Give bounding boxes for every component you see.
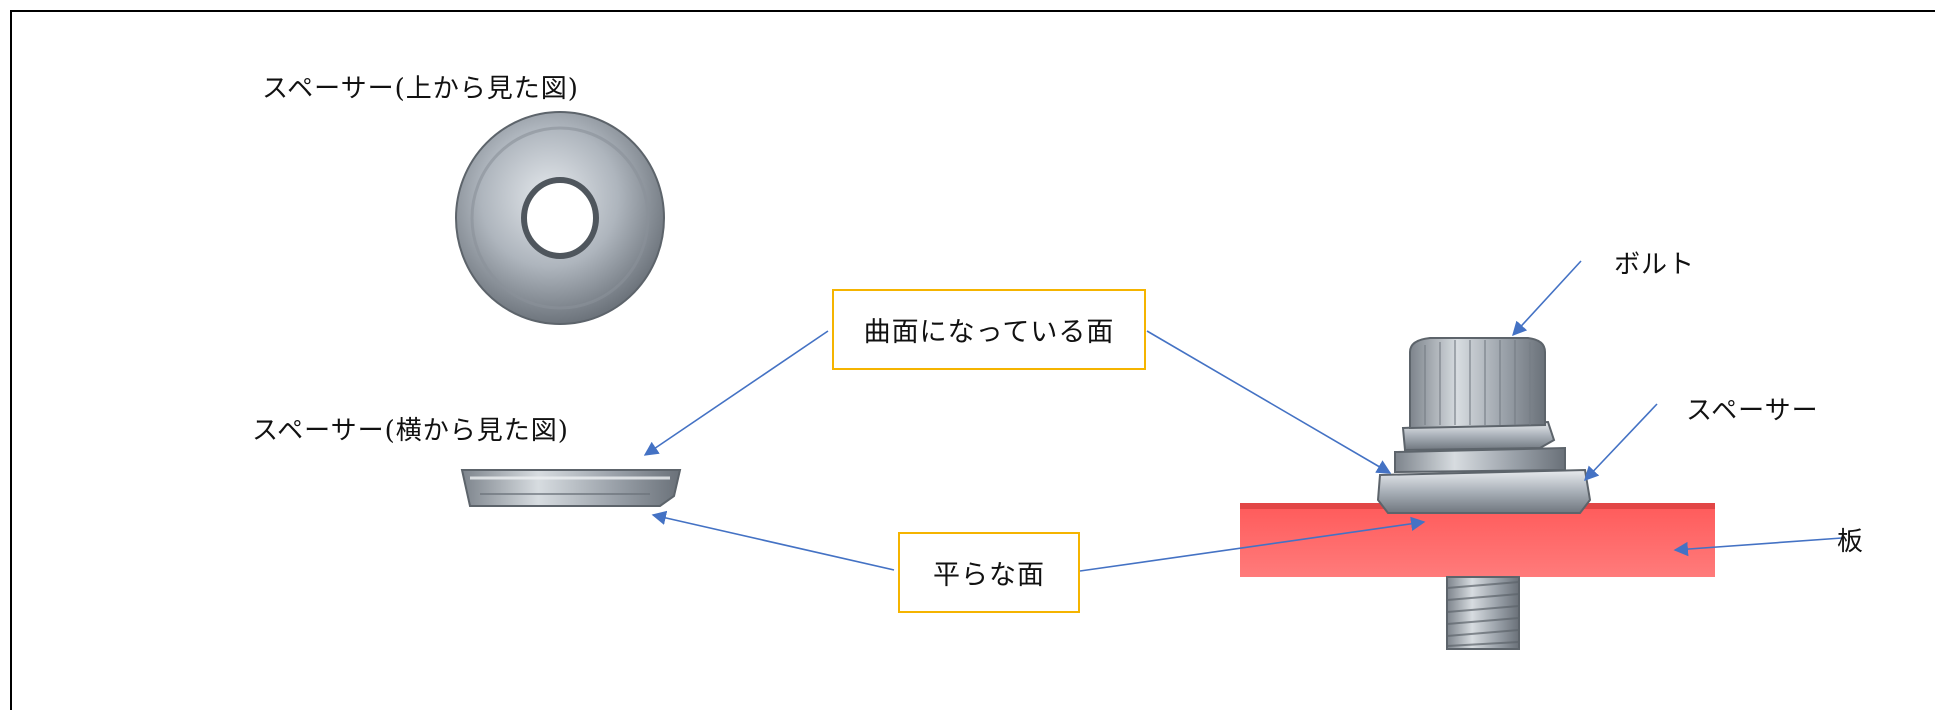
label-spacer: スペーサー <box>1686 396 1819 426</box>
arrow-curved-to-bolt-spacer <box>1146 330 1392 474</box>
washer-side-view-image <box>460 469 682 507</box>
figure-frame <box>10 10 1935 710</box>
callout-flat-surface: 平らな面 <box>898 532 1080 613</box>
label-top-view: スペーサー(上から見た図) <box>262 74 579 104</box>
arrow-spacer <box>1584 403 1658 482</box>
arrow-plate <box>1673 537 1843 557</box>
arrow-flat-to-bolt-spacer <box>1079 516 1426 572</box>
label-plate: 板 <box>1837 527 1865 557</box>
arrow-group <box>643 260 1843 572</box>
label-side-view: スペーサー(横から見た図) <box>252 416 569 446</box>
washer-top-view-image <box>455 111 665 325</box>
plate-image <box>1240 503 1715 577</box>
arrow-curved-to-side-washer <box>643 330 829 456</box>
arrow-flat-to-side-washer <box>651 510 895 571</box>
arrow-bolt <box>1512 260 1582 337</box>
bolt-image <box>1376 337 1592 650</box>
label-bolt: ボルト <box>1614 250 1696 280</box>
callout-curved-surface: 曲面になっている面 <box>832 289 1146 370</box>
